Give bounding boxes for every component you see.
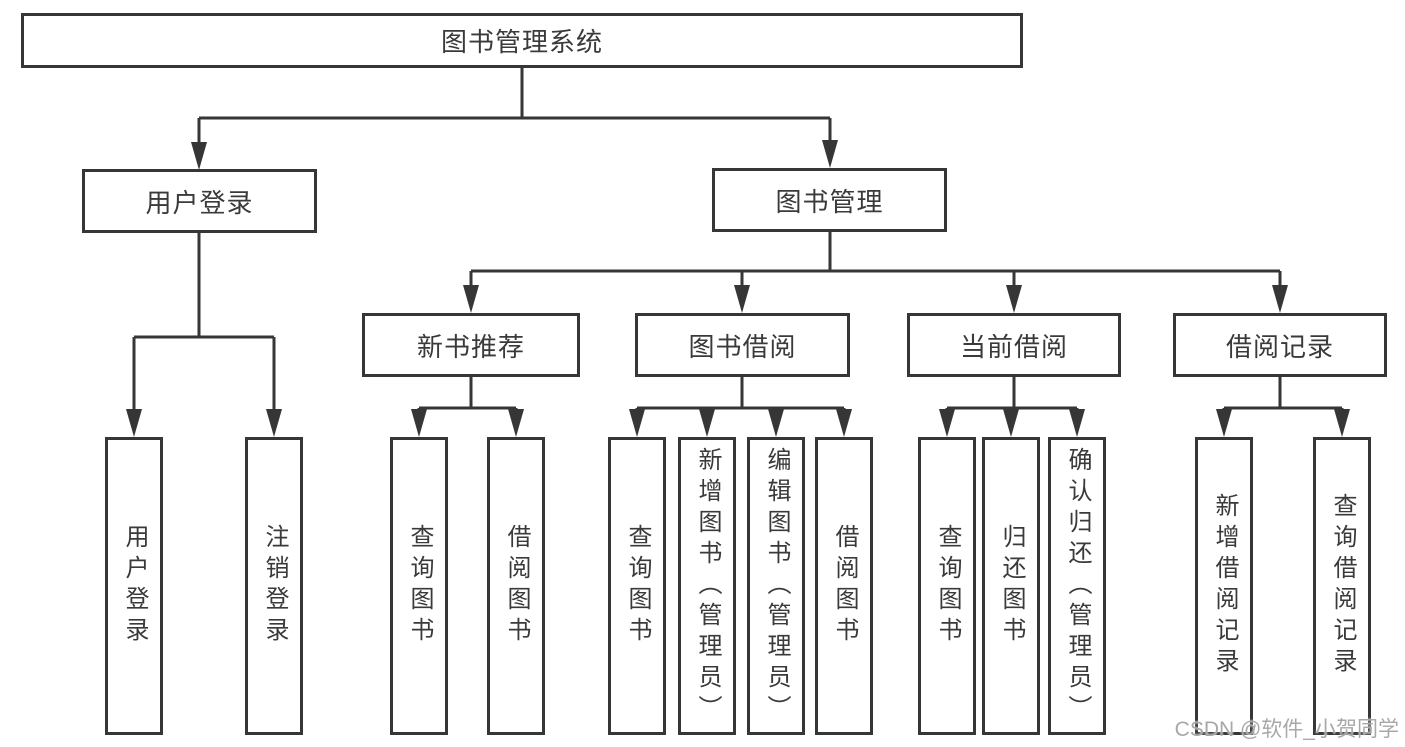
node-leaf-borrow-books: 借阅图书 [815,437,873,735]
node-leaf-logout: 注销登录 [245,437,303,735]
leaf-label: 用户登录 [121,524,148,648]
leaf-label: 新增图书（管理员） [694,446,721,726]
node-leaf-borrow-books: 借阅图书 [487,437,545,735]
node-leaf-query-books: 查询图书 [918,437,976,735]
node-leaf-query-books: 查询图书 [390,437,448,735]
csdn-watermark: CSDN @软件_小贺同学 [1174,718,1399,741]
node-leaf-add-borrow-record: 新增借阅记录 [1195,437,1253,735]
leaf-label: 借阅图书 [503,524,530,648]
node-borrow-record: 借阅记录 [1173,313,1387,377]
leaf-label: 查询借阅记录 [1329,493,1356,679]
node-leaf-return-books: 归还图书 [982,437,1040,735]
leaf-label: 归还图书 [998,524,1025,648]
node-leaf-add-books-admin: 新增图书（管理员） [678,437,736,735]
node-leaf-query-books: 查询图书 [608,437,666,735]
node-current-borrow: 当前借阅 [907,313,1121,377]
arrowheads [126,140,1350,437]
leaf-label: 查询图书 [406,524,433,648]
node-leaf-user-login: 用户登录 [105,437,163,735]
node-user-login-module: 用户登录 [82,169,317,233]
leaf-label: 确认归还（管理员） [1064,446,1091,726]
node-new-book-recommend: 新书推荐 [362,313,580,377]
leaf-label: 编辑图书（管理员） [763,446,790,726]
node-leaf-edit-books-admin: 编辑图书（管理员） [747,437,805,735]
node-leaf-query-borrow-record: 查询借阅记录 [1313,437,1371,735]
node-leaf-confirm-return-admin: 确认归还（管理员） [1048,437,1106,735]
leaf-label: 查询图书 [934,524,961,648]
leaf-label: 注销登录 [261,524,288,648]
node-root-system: 图书管理系统 [21,13,1023,68]
leaf-label: 新增借阅记录 [1211,493,1238,679]
leaf-label: 查询图书 [624,524,651,648]
leaf-label: 借阅图书 [831,524,858,648]
node-book-borrow: 图书借阅 [635,313,850,377]
node-book-management-module: 图书管理 [712,168,947,232]
